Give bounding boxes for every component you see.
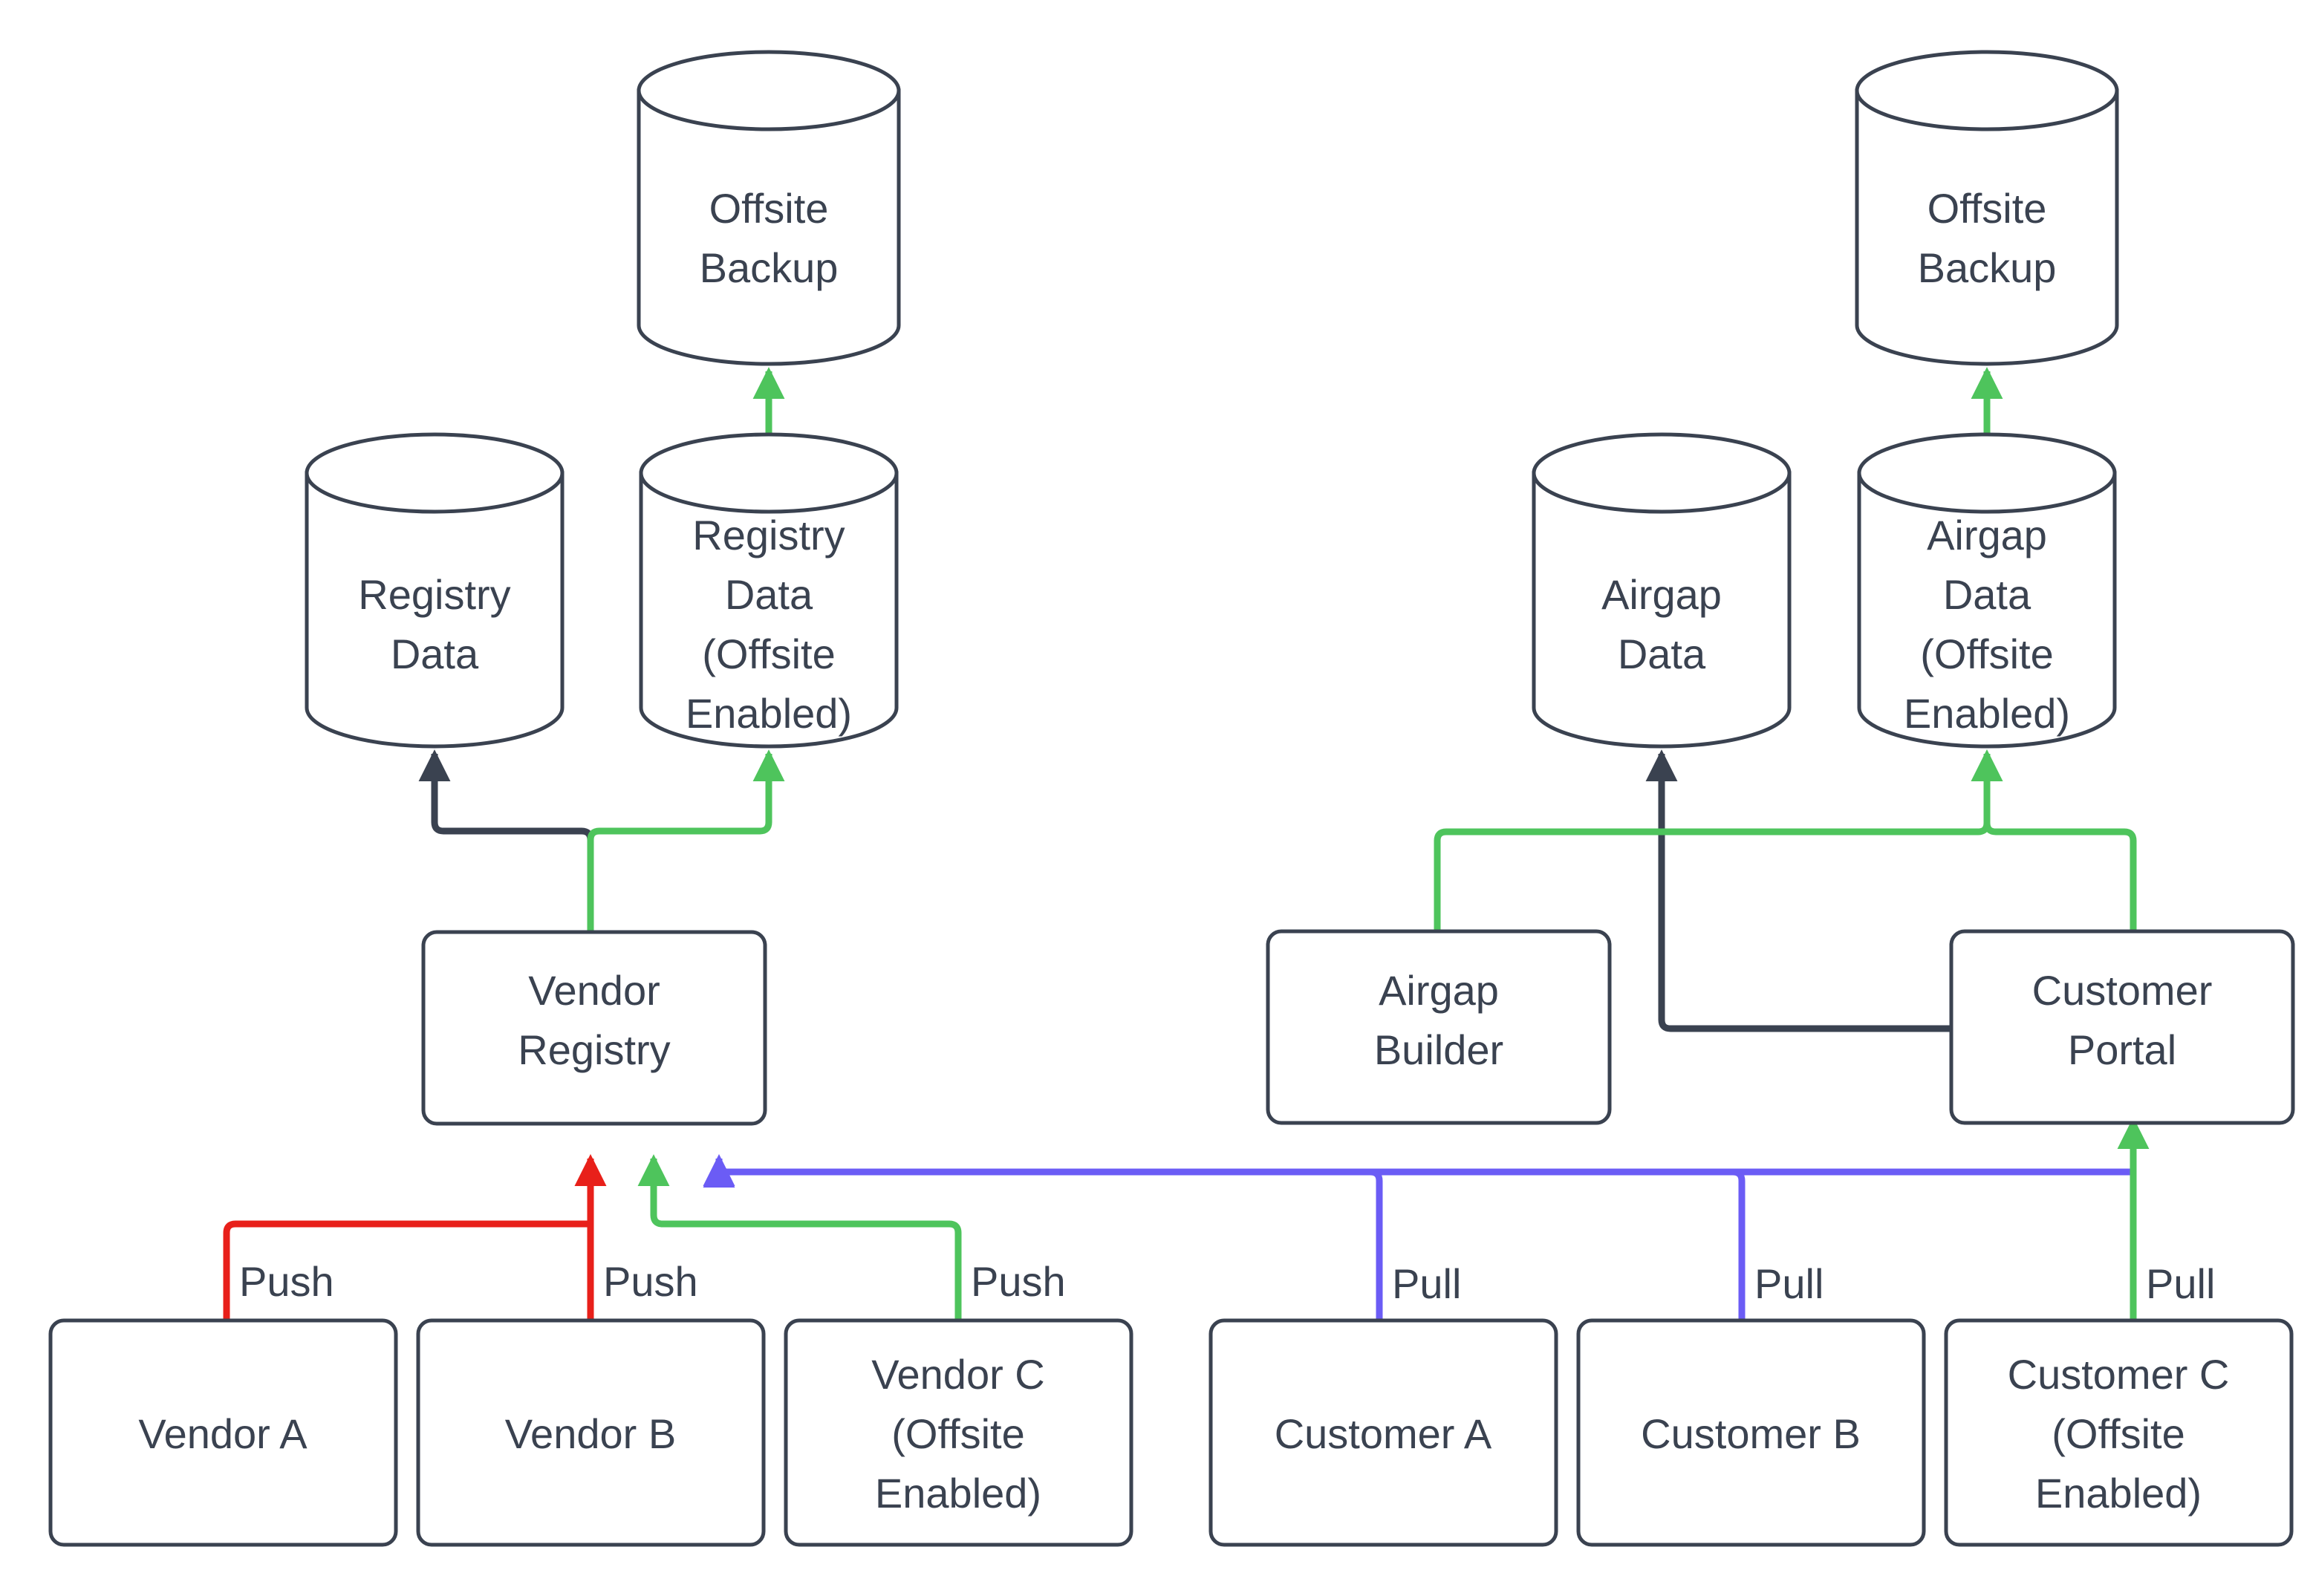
node-airgap-data-offsite[interactable]: Airgap Data (Offsite Enabled) bbox=[1857, 432, 2117, 749]
node-airgap-builder[interactable]: Airgap Builder bbox=[1266, 929, 1612, 1125]
edge-vendor-a-push bbox=[223, 1154, 607, 1320]
edge-label-customer-a-pull: Pull bbox=[1392, 1260, 1461, 1307]
edge-label-group: Push Push Push Pull Pull Pull bbox=[239, 1258, 2215, 1307]
node-airgap-data[interactable]: Airgap Data bbox=[1532, 432, 1792, 749]
node-customer-b[interactable]: Customer B bbox=[1576, 1318, 1926, 1547]
edge-customer-portal-to-airgap-data bbox=[1645, 749, 1951, 1032]
edge-label-vendor-b-push: Push bbox=[603, 1258, 698, 1305]
edge-label-vendor-c-push: Push bbox=[971, 1258, 1066, 1305]
edge-pull-trunk bbox=[703, 1156, 2133, 1188]
node-registry-data[interactable]: Registry Data bbox=[305, 432, 565, 749]
edge-vendor-registry-to-registry-data-offsite bbox=[587, 749, 785, 932]
edge-vendor-c-push bbox=[637, 1154, 962, 1320]
node-vendor-c[interactable]: Vendor C (Offsite Enabled) bbox=[784, 1318, 1133, 1547]
edge-customer-b-pull bbox=[703, 1154, 1746, 1320]
node-registry-data-offsite[interactable]: Registry Data (Offsite Enabled) bbox=[639, 432, 899, 749]
node-vendor-b[interactable]: Vendor B bbox=[416, 1318, 766, 1547]
node-vendor-registry[interactable]: Vendor Registry bbox=[421, 930, 767, 1126]
node-customer-a[interactable]: Customer A bbox=[1208, 1318, 1558, 1547]
node-customer-portal[interactable]: Customer Portal bbox=[1949, 929, 2295, 1125]
node-offsite-backup-right[interactable]: Offsite Backup bbox=[1855, 50, 2119, 366]
edge-customer-portal-to-airgap-offsite bbox=[1971, 749, 2137, 931]
edge-airgap-builder-to-airgap-offsite bbox=[1434, 749, 2003, 931]
edge-label-customer-b-pull: Pull bbox=[1754, 1260, 1824, 1307]
node-customer-c[interactable]: Customer C (Offsite Enabled) bbox=[1944, 1318, 2294, 1547]
edge-label-vendor-a-push: Push bbox=[239, 1258, 334, 1305]
edge-customer-a-pull bbox=[703, 1154, 1383, 1320]
node-offsite-backup-left[interactable]: Offsite Backup bbox=[637, 50, 901, 366]
edge-label-customer-c-pull: Pull bbox=[2146, 1260, 2215, 1307]
node-vendor-a[interactable]: Vendor A bbox=[48, 1318, 398, 1547]
edge-vendor-registry-to-registry-data bbox=[418, 749, 594, 932]
